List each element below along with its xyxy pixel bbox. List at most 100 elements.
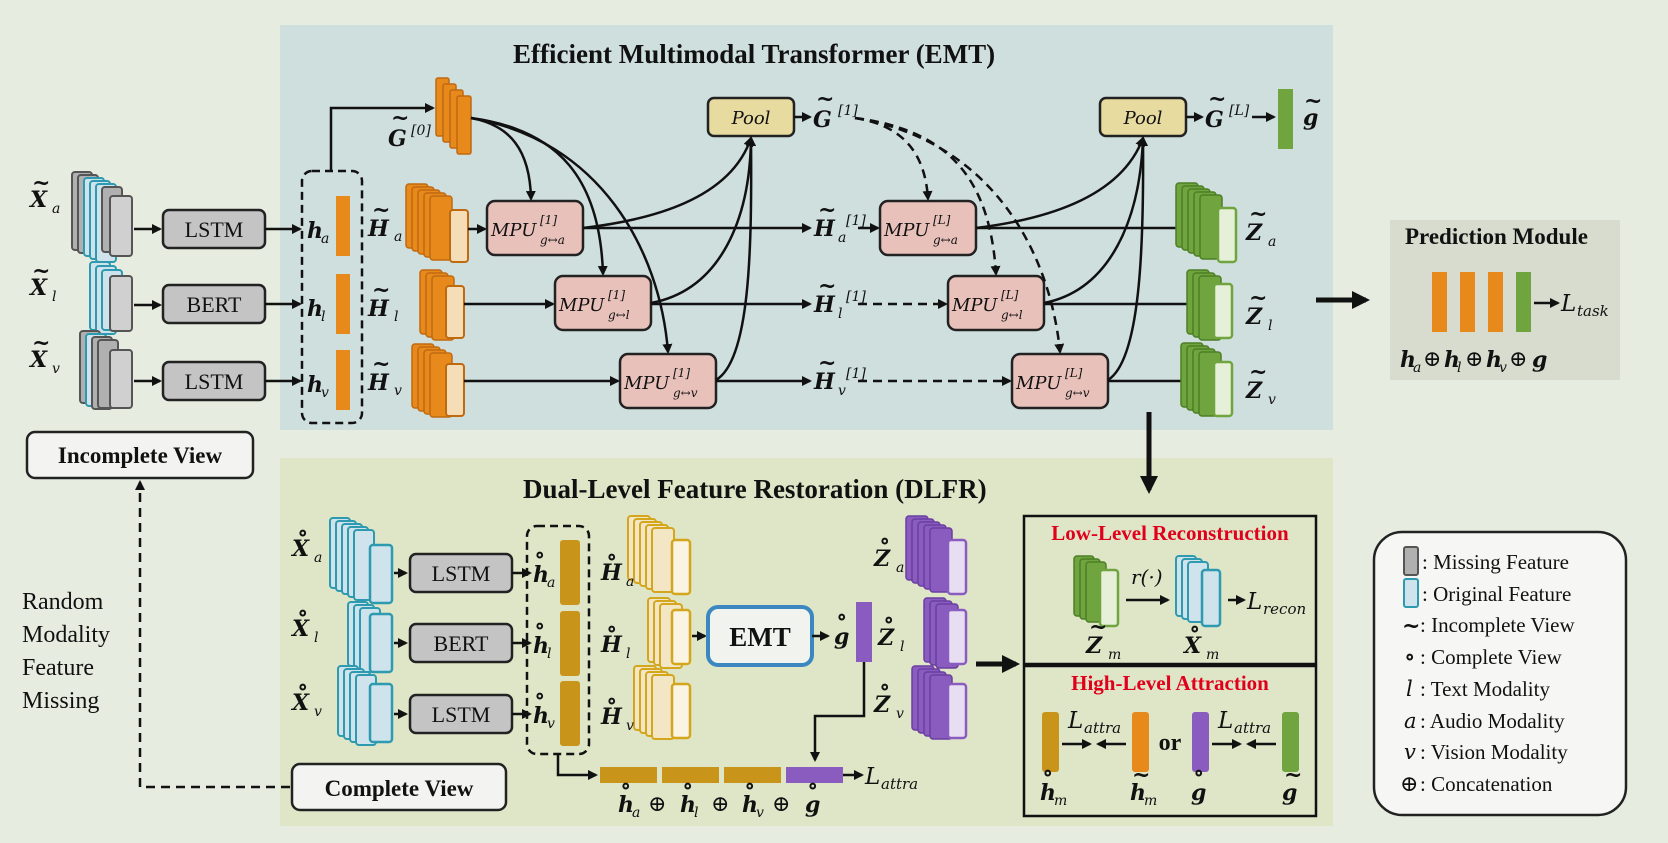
svg-text:Z: Z <box>873 546 891 572</box>
svg-text:: Concatenation: : Concatenation <box>1420 772 1553 796</box>
svg-text:attra: attra <box>1234 719 1271 737</box>
prediction-concat-label: ha ⊕ hl ⊕ hv ⊕ g <box>1400 346 1547 376</box>
concat-bar-l <box>662 767 719 783</box>
svg-text:X: X <box>290 616 310 642</box>
label-g-tilde: g~ <box>1303 88 1322 131</box>
svg-text:∘: ∘ <box>744 773 755 799</box>
svg-text:⊕: ⊕ <box>1465 346 1483 371</box>
svg-text:~: ~ <box>1132 762 1150 788</box>
svg-text:⊕: ⊕ <box>772 791 790 816</box>
svg-text:g: g <box>1282 780 1297 806</box>
svg-text:∘: ∘ <box>297 674 308 700</box>
low-z-stack <box>1073 555 1120 628</box>
svg-text:a: a <box>1404 709 1417 733</box>
svg-text:g↔l: g↔l <box>608 308 630 322</box>
svg-text:h: h <box>533 703 549 729</box>
pred-bar-4 <box>1516 272 1531 332</box>
label-h-ring-v: hv∘ <box>533 683 555 732</box>
z-ring-stack-v <box>911 665 968 740</box>
svg-text:~: ~ <box>391 105 409 131</box>
svg-text:v: v <box>896 706 904 722</box>
z-tilde-stack-a <box>1175 182 1238 264</box>
pred-bar-3 <box>1488 272 1503 332</box>
svg-text:~: ~ <box>32 330 50 356</box>
legend-original-icon <box>1403 578 1419 608</box>
label-h-tilde-l: hl <box>307 296 325 325</box>
label-h-ring-l: hl∘ <box>533 613 551 662</box>
svg-text:~: ~ <box>1249 359 1267 385</box>
svg-text:h: h <box>307 218 323 244</box>
svg-text:attra: attra <box>881 775 918 793</box>
svg-text:h: h <box>742 792 758 818</box>
input-stack-xv <box>79 330 133 410</box>
svg-text:∘: ∘ <box>297 520 308 546</box>
svg-text:L: L <box>1246 589 1262 615</box>
svg-text:h: h <box>533 633 549 659</box>
svg-text:v: v <box>1268 392 1276 408</box>
svg-text:∘: ∘ <box>682 773 693 799</box>
svg-text:[L]: [L] <box>1229 103 1250 119</box>
svg-text:a: a <box>1413 360 1421 376</box>
z-tilde-stack-v <box>1180 342 1234 418</box>
svg-text:v: v <box>1404 740 1416 764</box>
svg-text:m: m <box>1144 793 1157 809</box>
svg-text:Z: Z <box>877 625 895 651</box>
svg-text:∘: ∘ <box>606 544 617 570</box>
svg-text:v: v <box>626 718 634 734</box>
svg-text:v: v <box>838 383 846 399</box>
svg-text:Random: Random <box>22 589 104 615</box>
z-tilde-stack-l <box>1186 269 1234 341</box>
svg-text:∘: ∘ <box>297 600 308 626</box>
mpu1-a: MPU [1] g↔a <box>485 199 585 257</box>
svg-text:X: X <box>290 536 310 562</box>
label-high-g-ring: g∘ <box>1191 760 1206 806</box>
svg-text:~: ~ <box>816 86 834 112</box>
svg-text:∘: ∘ <box>606 616 617 642</box>
svg-text:Z: Z <box>873 692 891 718</box>
svg-text:[0]: [0] <box>411 123 431 139</box>
svg-text:L: L <box>1217 708 1233 734</box>
svg-text:∘: ∘ <box>879 674 890 700</box>
svg-text:L: L <box>1067 708 1083 734</box>
prediction-title: Prediction Module <box>1405 224 1588 249</box>
dlfr-lstm-encoder-v: LSTM <box>408 693 514 735</box>
svg-text:MPU: MPU <box>951 295 998 316</box>
svg-text:[1]: [1] <box>846 366 866 382</box>
label-h-tilde-v: hv <box>307 372 329 401</box>
g0-stack <box>435 77 472 155</box>
input-stack-xl <box>89 261 133 335</box>
mpuL-a: MPU [L] g↔a <box>878 199 978 257</box>
svg-text:G: G <box>388 126 407 152</box>
svg-text:L: L <box>1560 291 1576 317</box>
svg-text:l: l <box>1406 677 1413 701</box>
emt-title: Efficient Multimodal Transformer (EMT) <box>513 39 995 69</box>
complete-view-box: Complete View <box>290 762 508 812</box>
svg-text:Z: Z <box>1245 304 1263 330</box>
svg-text:∘: ∘ <box>1193 760 1204 786</box>
svg-text:H: H <box>600 560 623 586</box>
svg-text:Missing: Missing <box>22 688 99 714</box>
h-ring-stack-v <box>633 665 692 740</box>
svg-text:X: X <box>28 275 48 301</box>
g-ring-bar <box>856 602 872 662</box>
svg-text:a: a <box>321 231 329 247</box>
h-ring-a-bar <box>560 540 580 605</box>
svg-text:EMT: EMT <box>729 622 791 652</box>
svg-text:h: h <box>1400 347 1416 373</box>
svg-text:[1]: [1] <box>673 366 690 380</box>
svg-text:l: l <box>394 309 398 325</box>
svg-text:g↔l: g↔l <box>1001 308 1023 322</box>
svg-text:~: ~ <box>818 197 836 223</box>
svg-text:g: g <box>805 792 820 818</box>
svg-text:m: m <box>1206 647 1219 663</box>
high-g-tilde-bar <box>1282 712 1299 772</box>
svg-text:l: l <box>52 289 56 305</box>
